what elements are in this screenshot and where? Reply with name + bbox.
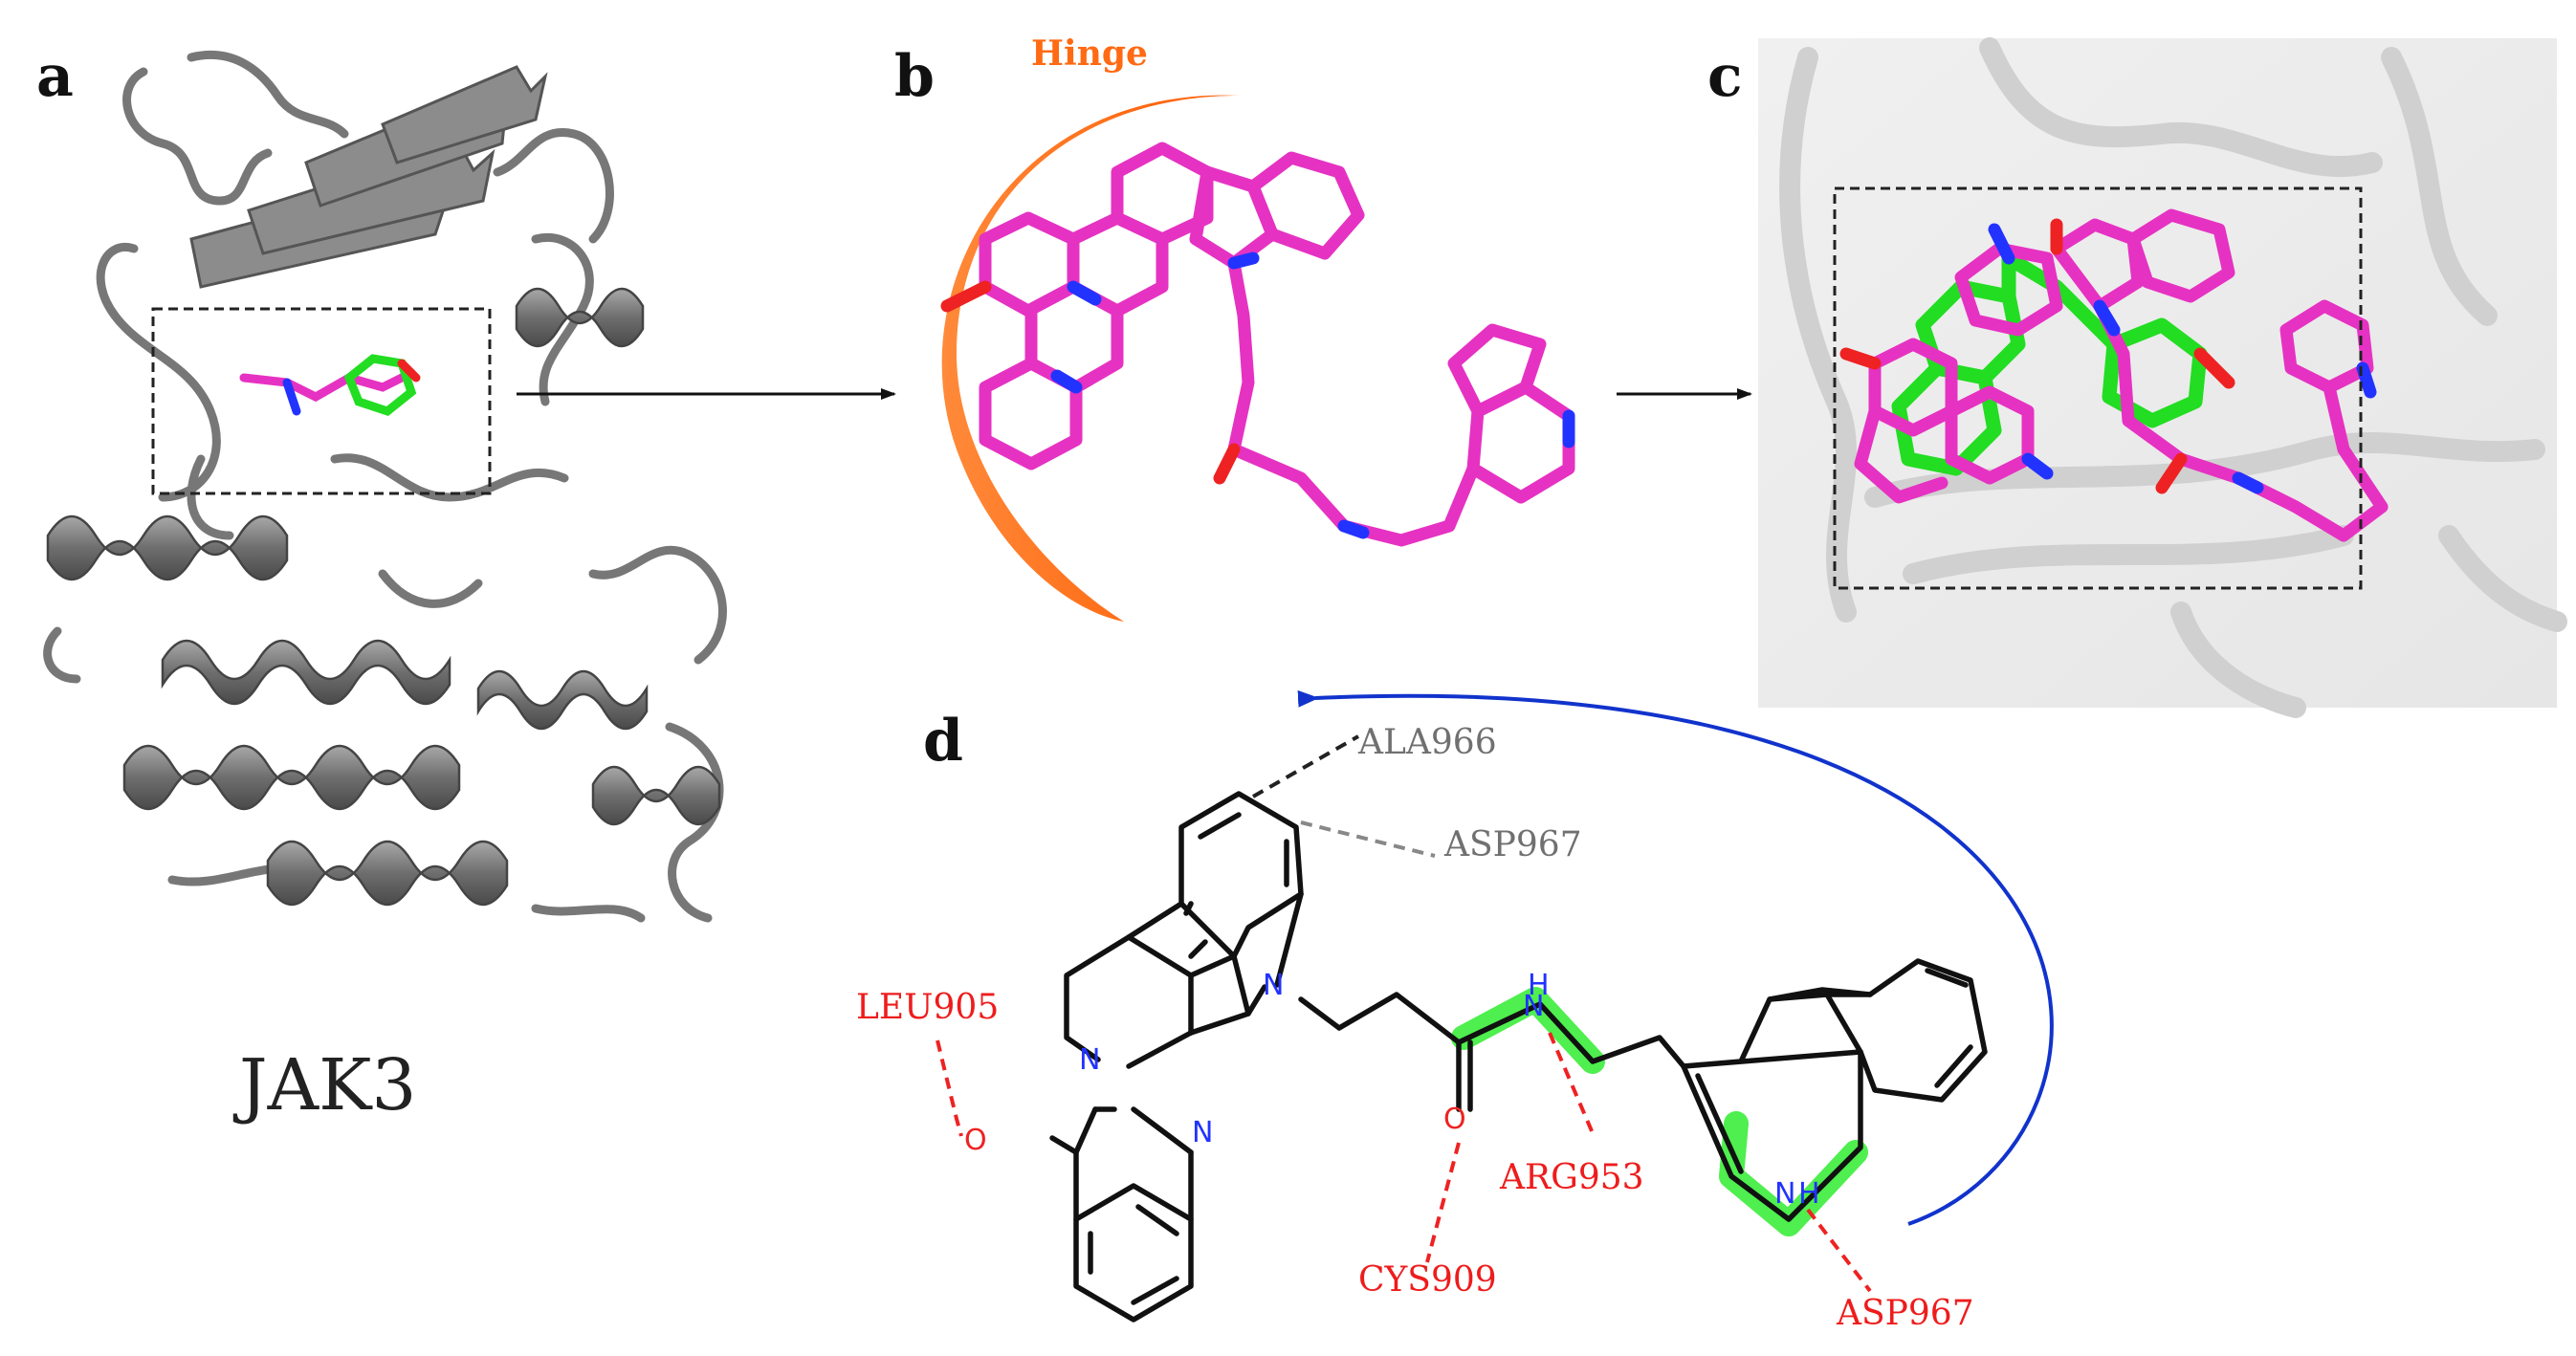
panel-b: b Hinge: [894, 33, 1575, 622]
hinge-label: Hinge: [1031, 33, 1148, 74]
panel-a: a: [36, 43, 727, 1126]
residue-ala966: ALA966: [1357, 723, 1497, 762]
residue-labels: ALA966 ASP967 LEU905 CYS909 ARG953 ASP96…: [856, 723, 1974, 1333]
atom-labels: O N N N O N H N H: [964, 969, 1820, 1211]
binding-site-box-c: [1833, 186, 2363, 590]
hinge-arc: [941, 95, 1239, 622]
panel-a-ligand: [239, 354, 421, 417]
panel-d: d: [856, 708, 1988, 1333]
arrow-d-to-c: [1297, 689, 2054, 1226]
residue-leu905: LEU905: [856, 988, 999, 1027]
residue-arg953: ARG953: [1499, 1158, 1644, 1197]
panel-c: c: [1707, 37, 2567, 718]
panel-d-letter: d: [923, 708, 963, 775]
residue-asp967-top: ASP967: [1443, 825, 1582, 864]
panel-b-heteroatoms: [940, 252, 1575, 539]
atom-n-indole: N: [1774, 1177, 1795, 1211]
panel-c-magenta-ligand: [1854, 208, 2389, 542]
atom-n-amide: N: [1523, 990, 1544, 1023]
panel-b-letter: b: [894, 43, 935, 110]
atom-h-amide: H: [1528, 969, 1550, 1002]
atom-o-amide: O: [1443, 1103, 1466, 1136]
jak3-label: JAK3: [232, 1044, 416, 1126]
atom-n-indole-core: N: [1263, 969, 1284, 1002]
panel-b-ligand: [979, 142, 1575, 547]
interaction-lines: [936, 734, 1872, 1293]
atom-n-pyrimidine: N: [1079, 1043, 1100, 1077]
residue-asp967-bottom: ASP967: [1836, 1294, 1974, 1333]
jak3-beta-sheet: [189, 65, 548, 289]
atom-h-indole: H: [1798, 1177, 1820, 1211]
atom-o-quinazolinone: O: [964, 1124, 987, 1157]
residue-cys909: CYS909: [1358, 1260, 1497, 1300]
jak3-helices: [46, 287, 721, 907]
ligand-2d-structure: [1049, 791, 1988, 1323]
panel-c-heteroatoms: [1839, 218, 2377, 494]
jak3-protein-cartoon: [43, 50, 727, 923]
panel-a-letter: a: [36, 43, 74, 110]
panel-c-letter: c: [1707, 43, 1743, 110]
atom-n-quinazoline: N: [1192, 1116, 1213, 1149]
panel-c-protein-ghost: [1779, 37, 2567, 718]
binding-site-box-a: [151, 307, 492, 495]
